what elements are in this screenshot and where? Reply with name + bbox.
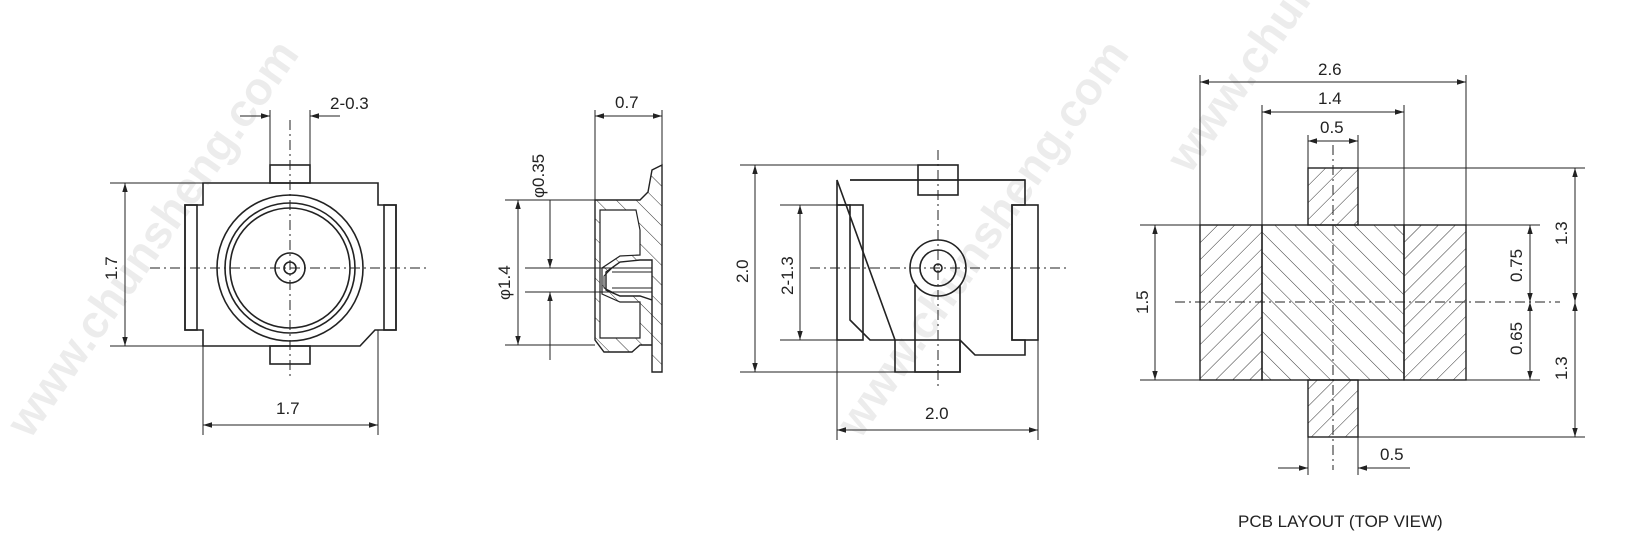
- pcb-height: 1.5: [1133, 290, 1152, 314]
- watermark-right: www.chunsheng.com: [1155, 0, 1468, 182]
- side-view: 0.7 φ0.35 φ1.4: [495, 93, 663, 373]
- bottom-width: 2.0: [925, 404, 949, 423]
- pcb-inner-width: 1.4: [1318, 89, 1342, 108]
- side-body-diameter: φ1.4: [495, 265, 514, 300]
- bottom-pad-height: 2-1.3: [778, 256, 797, 295]
- bottom-height: 2.0: [733, 259, 752, 283]
- front-tab-width: 2-0.3: [330, 94, 369, 113]
- pcb-layout: 2.6 1.4 0.5 0.5 1.5 0.75 0.65 1.: [1133, 60, 1585, 531]
- pcb-lower-offset: 0.65: [1507, 322, 1526, 355]
- pcb-upper-extent: 1.3: [1552, 221, 1571, 245]
- pcb-upper-offset: 0.75: [1507, 249, 1526, 282]
- front-view: 2-0.3 1.7 1.7: [102, 94, 430, 435]
- front-height: 1.7: [102, 256, 121, 280]
- pcb-lower-extent: 1.3: [1552, 356, 1571, 380]
- pcb-tab-width-bottom: 0.5: [1380, 445, 1404, 464]
- front-width: 1.7: [276, 399, 300, 418]
- watermark-center: www.chunsheng.com: [825, 30, 1138, 447]
- side-pin-diameter: φ0.35: [529, 154, 548, 198]
- pcb-caption: PCB LAYOUT (TOP VIEW): [1238, 512, 1443, 531]
- pcb-total-width: 2.6: [1318, 60, 1342, 79]
- bottom-view: 2.0 2-1.3 2.0: [733, 150, 1070, 440]
- side-thickness: 0.7: [615, 93, 639, 112]
- watermark-left: www.chunsheng.com: [0, 30, 308, 447]
- pcb-tab-width-top: 0.5: [1320, 118, 1344, 137]
